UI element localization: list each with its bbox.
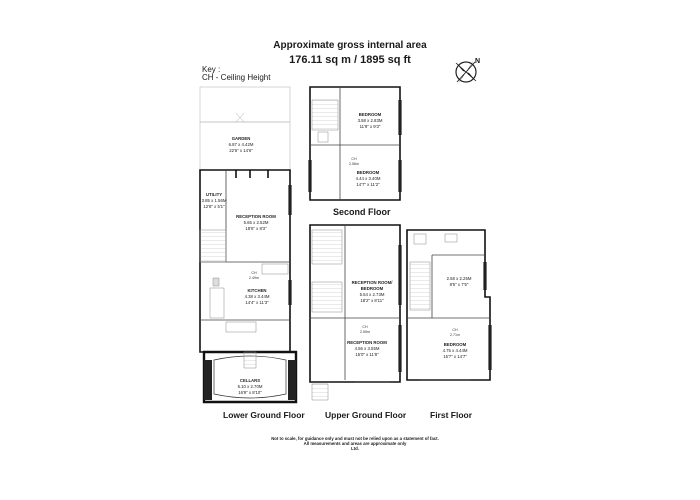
- room-bedroom-second-b-metric: 4.44 x 3.40M: [356, 176, 381, 181]
- room-utility-name: UTILITY: [206, 192, 222, 197]
- room-reception-bedroom-name1: RECEPTION ROOM/: [352, 280, 394, 285]
- room-bedroom-second-b-name: BEDROOM: [357, 170, 380, 175]
- room-reception-lower-imperial: 18'6" x 8'3": [245, 226, 267, 231]
- disclaimer-line-1: Not to scale, for guidance only and must…: [271, 436, 439, 441]
- lower-ground-floor-plan: [199, 86, 298, 404]
- room-garden-name: GARDEN: [232, 136, 251, 141]
- floor-label-first: First Floor: [430, 410, 473, 420]
- room-bedroom-second-a-metric: 3.58 x 2.83M: [358, 118, 383, 123]
- ch-first-label: CH: [452, 328, 458, 332]
- room-reception-bedroom-metric: 5.54 x 2.73M: [360, 292, 385, 297]
- room-bedroom-second-a-name: BEDROOM: [359, 112, 382, 117]
- area-title: Approximate gross internal area: [273, 40, 427, 51]
- room-reception-upper-metric: 4.56 x 3.55M: [355, 346, 380, 351]
- room-bedroom-second-a-imperial: 11'9" x 9'3": [360, 124, 381, 129]
- area-value: 176.11 sq m / 1895 sq ft: [289, 54, 411, 66]
- key-heading: Key :: [202, 65, 221, 74]
- room-bedroom-second-b-imperial: 14'7" x 11'2": [356, 182, 380, 187]
- ch-first-value: 2.71m: [450, 333, 460, 337]
- room-bedroom-first-imperial: 15'7" x 14'7": [443, 354, 467, 359]
- floor-label-lower-ground: Lower Ground Floor: [223, 410, 305, 420]
- compass-north-label: N: [475, 58, 480, 65]
- room-reception-bedroom-name2: BEDROOM: [361, 286, 384, 291]
- floor-label-upper-ground: Upper Ground Floor: [325, 410, 407, 420]
- first-floor-plan: [406, 229, 492, 381]
- room-cellars-name: CELLARS: [240, 378, 260, 383]
- disclaimer-line-3: Ltd.: [351, 446, 359, 451]
- room-bedroom-first-metric: 4.75 x 4.44M: [443, 348, 468, 353]
- ch-kitchen-label: CH: [251, 271, 257, 275]
- room-utility-imperial: 12'8" x 5'1": [203, 204, 225, 209]
- room-reception-lower-name: RECEPTION ROOM: [236, 214, 276, 219]
- room-reception-lower-metric: 5.65 x 2.52M: [244, 220, 269, 225]
- ch-second-label: CH: [351, 157, 357, 161]
- room-utility-metric: 3.85 x 1.56M: [202, 198, 227, 203]
- ch-upper-label: CH: [362, 325, 368, 329]
- ch-upper-value: 2.59m: [360, 330, 370, 334]
- room-kitchen-metric: 4.38 x 3.44M: [245, 294, 270, 299]
- room-reception-upper-name: RECEPTION ROOM: [347, 340, 387, 345]
- room-reception-bedroom-imperial: 18'2" x 8'11": [360, 298, 384, 303]
- room-cellars-imperial: 16'9" x 8'10": [238, 390, 262, 395]
- room-bedroom-first-name: BEDROOM: [444, 342, 467, 347]
- room-kitchen-name: KITCHEN: [247, 288, 266, 293]
- compass-icon: N: [455, 58, 480, 84]
- room-garden-imperial: 22'6" x 14'6": [229, 148, 253, 153]
- room-first-small-metric: 2.58 x 2.25M: [447, 276, 472, 281]
- room-first-small-imperial: 8'5" x 7'5": [450, 282, 469, 287]
- upper-ground-floor-plan: [309, 224, 402, 401]
- disclaimer-line-2: All measurements and areas are approxima…: [303, 441, 407, 446]
- second-floor-plan: [308, 86, 402, 201]
- ch-second-value: 2.56m: [349, 162, 359, 166]
- ch-kitchen-value: 2.49m: [249, 276, 259, 280]
- key-entry: CH - Ceiling Height: [202, 73, 271, 82]
- room-reception-upper-imperial: 15'0" x 11'8": [355, 352, 379, 357]
- room-kitchen-imperial: 14'4" x 11'3": [245, 300, 269, 305]
- room-cellars-metric: 5.10 x 2.70M: [238, 384, 263, 389]
- floor-label-second: Second Floor: [333, 207, 391, 217]
- room-garden-metric: 6.87 x 4.42M: [229, 142, 254, 147]
